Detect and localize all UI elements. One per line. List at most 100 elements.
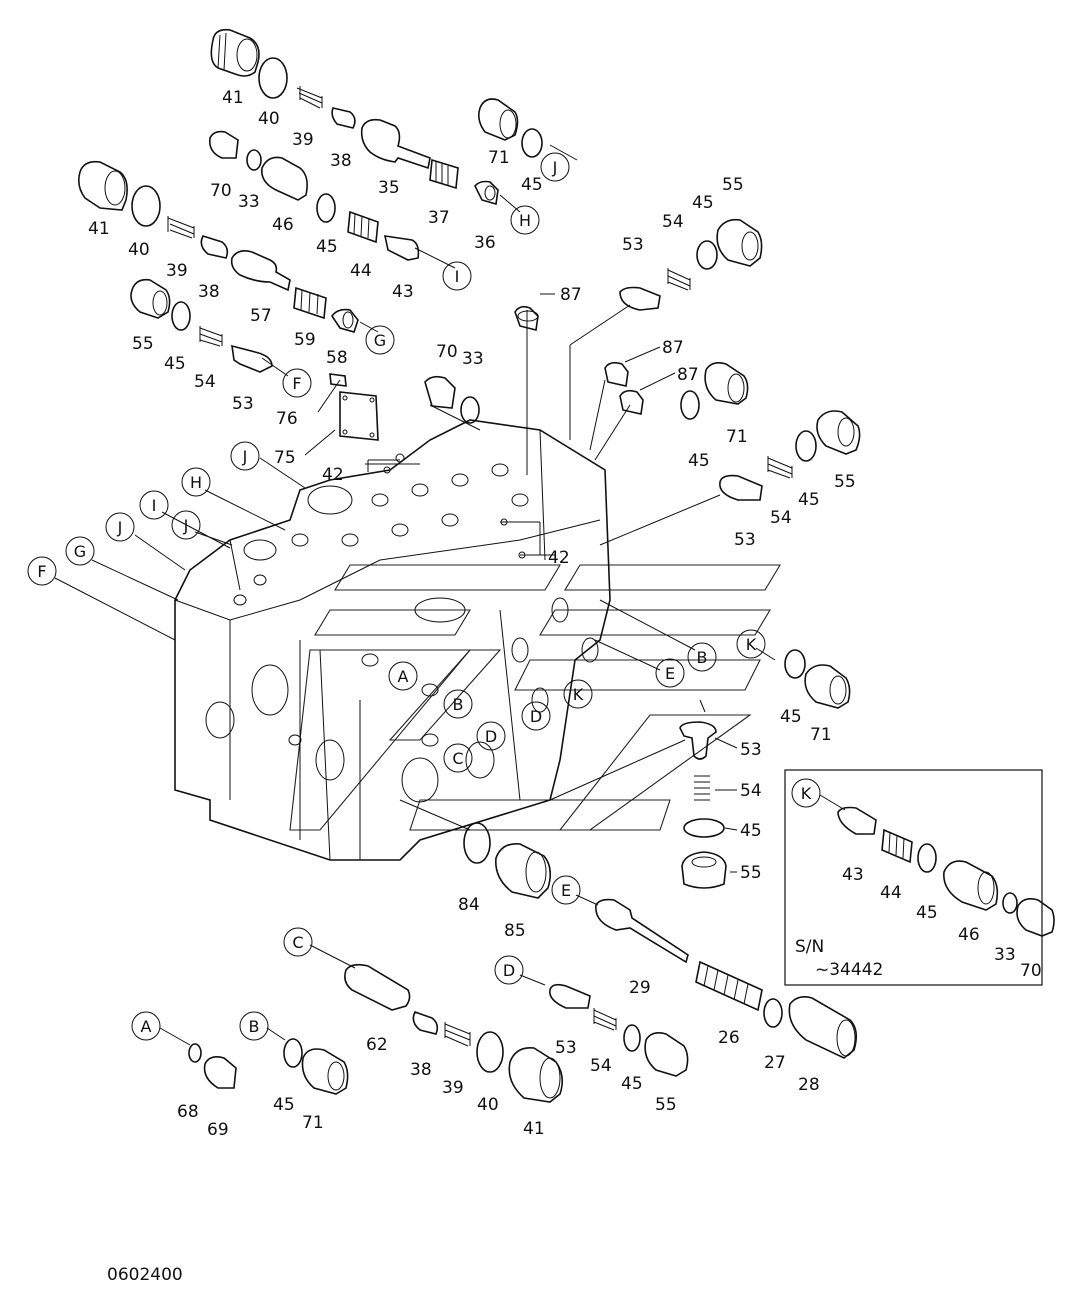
spring-54-bottom xyxy=(694,775,710,801)
label-53-right: 53 xyxy=(734,530,756,550)
label-33-right: 33 xyxy=(462,349,484,369)
label-43: 43 xyxy=(392,282,414,302)
spool-57 xyxy=(230,250,291,292)
callout-circle-e-body xyxy=(655,658,685,688)
plug-41-bottom xyxy=(508,1046,564,1103)
callout-d-bottom: D xyxy=(503,961,515,980)
label-45-right-a: 45 xyxy=(688,451,710,471)
label-54-left: 54 xyxy=(194,372,216,392)
label-69: 69 xyxy=(207,1120,229,1140)
plug-70-inset xyxy=(1016,898,1055,937)
label-71-k: 71 xyxy=(810,725,832,745)
o-ring-40-mid xyxy=(131,185,161,227)
label-46-inset: 46 xyxy=(958,925,980,945)
callout-circle-b-body xyxy=(443,689,473,719)
callout-circle-j-left-b xyxy=(171,510,201,540)
spool-62 xyxy=(344,963,411,1011)
label-71-top: 71 xyxy=(488,148,510,168)
callout-i-left: I xyxy=(152,496,157,515)
plug-69 xyxy=(203,1056,237,1089)
plug-70-top xyxy=(208,130,239,159)
spring-39-bottom xyxy=(444,1022,471,1047)
label-70-top: 70 xyxy=(210,181,232,201)
label-39-top: 39 xyxy=(292,130,314,150)
poppet-53-bottom xyxy=(679,721,717,760)
label-57: 57 xyxy=(250,306,272,326)
label-71-right: 71 xyxy=(726,427,748,447)
label-45-k: 45 xyxy=(780,707,802,727)
callout-c-body: C xyxy=(452,749,463,768)
plug-70-right xyxy=(424,375,456,409)
label-42-right: 42 xyxy=(548,548,570,568)
plug-71-k xyxy=(804,664,851,709)
watermark-logo xyxy=(289,564,781,831)
label-41-top: 41 xyxy=(222,88,244,108)
label-40-bottom: 40 xyxy=(477,1095,499,1115)
callout-circle-d-bottom xyxy=(494,955,524,985)
label-38-mid: 38 xyxy=(198,282,220,302)
callout-b-bottom: B xyxy=(249,1017,260,1036)
label-38-bottom: 38 xyxy=(410,1060,432,1080)
plug-42-a xyxy=(367,453,405,474)
callout-c-bottom: C xyxy=(292,933,303,952)
callout-a-body: A xyxy=(398,667,409,686)
spool-38-top xyxy=(331,107,356,129)
poppet-53-top xyxy=(619,286,661,311)
label-76: 76 xyxy=(276,409,298,429)
poppet-43 xyxy=(383,235,420,261)
label-41-mid: 41 xyxy=(88,219,110,239)
o-ring-45-mid xyxy=(316,193,336,223)
callout-circle-i-left xyxy=(139,490,169,520)
label-59: 59 xyxy=(294,330,316,350)
label-75: 75 xyxy=(274,448,296,468)
callout-b-body: B xyxy=(453,695,464,714)
callout-k-right: K xyxy=(746,635,757,654)
plug-71-top xyxy=(478,98,519,141)
plug-55-right xyxy=(816,410,861,455)
o-ring-45-bottom-left xyxy=(283,1038,303,1068)
plug-76 xyxy=(329,373,347,387)
callout-e-bottom: E xyxy=(561,881,571,900)
poppet-53-right xyxy=(719,474,763,501)
plug-87-a xyxy=(514,305,539,331)
callout-j-left: J xyxy=(242,447,248,466)
spool-46-inset xyxy=(943,860,999,911)
poppet-53-lower xyxy=(549,983,591,1009)
label-53-lower: 53 xyxy=(555,1038,577,1058)
label-55-lower: 55 xyxy=(655,1095,677,1115)
plug-71-right xyxy=(704,362,749,405)
label-41-bottom: 41 xyxy=(523,1119,545,1139)
spool-46 xyxy=(260,156,308,201)
o-ring-68 xyxy=(188,1043,202,1063)
spring-39-mid xyxy=(167,216,195,239)
plug-85 xyxy=(495,842,552,899)
spring-44-inset xyxy=(881,828,913,864)
label-84: 84 xyxy=(458,895,480,915)
label-87-c: 87 xyxy=(677,365,699,385)
label-45-top-right: 45 xyxy=(692,193,714,213)
valve-body xyxy=(174,419,611,861)
label-45-right-b: 45 xyxy=(798,490,820,510)
label-53-left: 53 xyxy=(232,394,254,414)
callout-circle-h-top xyxy=(510,205,540,235)
serial-label: S/N xyxy=(795,937,824,957)
callout-g-top: G xyxy=(374,331,386,350)
callouts: J H I G F J H I J J G F A B D D C K E xyxy=(27,152,821,1041)
plug-41-mid xyxy=(78,160,128,211)
callout-circle-f-top xyxy=(282,368,312,398)
poppet-53-left xyxy=(231,344,273,373)
serial-range: ~34442 xyxy=(815,960,883,980)
plug-55-top xyxy=(716,218,763,267)
callout-i-top: I xyxy=(455,267,460,286)
plug-41-top xyxy=(210,28,260,77)
seat-58 xyxy=(331,308,359,333)
label-55-top: 55 xyxy=(722,175,744,195)
label-53-bottom: 53 xyxy=(740,740,762,760)
plug-42-b xyxy=(500,518,541,559)
cover-75 xyxy=(339,391,379,441)
label-45-mid: 45 xyxy=(316,237,338,257)
label-45-lower: 45 xyxy=(621,1074,643,1094)
callout-circle-b-body-b xyxy=(687,642,717,672)
label-45-top: 45 xyxy=(521,175,543,195)
label-44-inset: 44 xyxy=(880,883,902,903)
